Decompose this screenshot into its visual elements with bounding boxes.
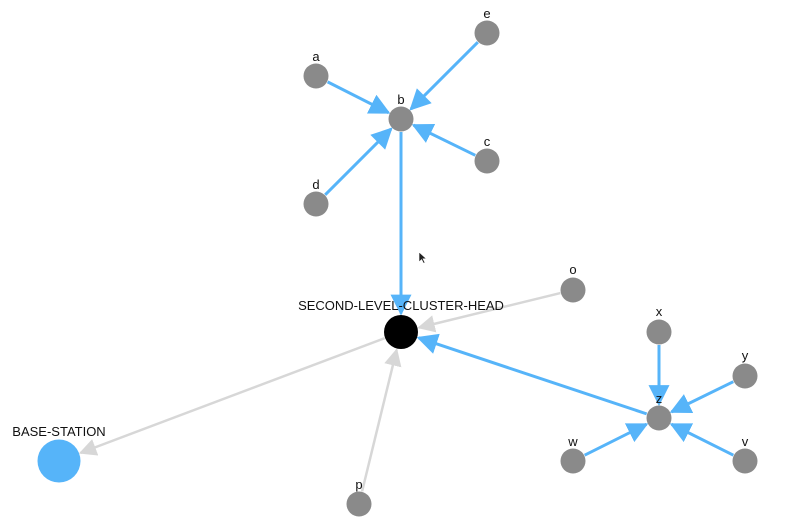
edges-layer: [78, 41, 735, 492]
labels-layer: a b c d e o p x y z w v SECOND-LEVEL-CLUSTER-HEAD BAS…: [12, 6, 748, 492]
edge-v-to-z: [669, 422, 735, 457]
node-label-head: SECOND-LEVEL-CLUSTER-HEAD: [298, 298, 504, 313]
node-base[interactable]: [37, 439, 81, 483]
node-a[interactable]: [303, 63, 329, 89]
node-label-v: v: [742, 434, 749, 449]
node-label-d: d: [312, 177, 319, 192]
node-label-c: c: [484, 134, 491, 149]
node-label-y: y: [742, 348, 749, 363]
node-label-base: BASE-STATION: [12, 424, 105, 439]
node-p[interactable]: [346, 491, 372, 517]
node-label-o: o: [569, 262, 576, 277]
node-label-a: a: [312, 49, 320, 64]
node-v[interactable]: [732, 448, 758, 474]
node-label-p: p: [355, 477, 362, 492]
edge-a-to-b: [326, 80, 391, 115]
node-d[interactable]: [303, 191, 329, 217]
node-e[interactable]: [474, 20, 500, 46]
nodes-layer: [37, 20, 758, 517]
node-label-e: e: [483, 6, 490, 21]
node-x[interactable]: [646, 319, 672, 345]
edge-w-to-z: [583, 422, 649, 457]
mouse-cursor-icon: [418, 251, 428, 264]
node-y[interactable]: [732, 363, 758, 389]
edge-z-to-head: [416, 333, 648, 416]
node-o[interactable]: [560, 277, 586, 303]
edge-d-to-b: [324, 127, 393, 196]
node-z[interactable]: [646, 405, 672, 431]
node-head[interactable]: [384, 315, 418, 349]
edge-head-to-base: [78, 337, 386, 456]
node-label-z: z: [656, 391, 663, 406]
node-w[interactable]: [560, 448, 586, 474]
node-b[interactable]: [388, 106, 414, 132]
edge-y-to-z: [669, 380, 734, 414]
edge-p-to-head: [360, 348, 402, 492]
node-label-b: b: [397, 92, 404, 107]
node-label-x: x: [656, 304, 663, 319]
edge-e-to-b: [409, 41, 479, 111]
node-c[interactable]: [474, 148, 500, 174]
edge-o-to-head: [417, 291, 561, 333]
edge-c-to-b: [411, 123, 476, 157]
node-label-w: w: [567, 434, 578, 449]
